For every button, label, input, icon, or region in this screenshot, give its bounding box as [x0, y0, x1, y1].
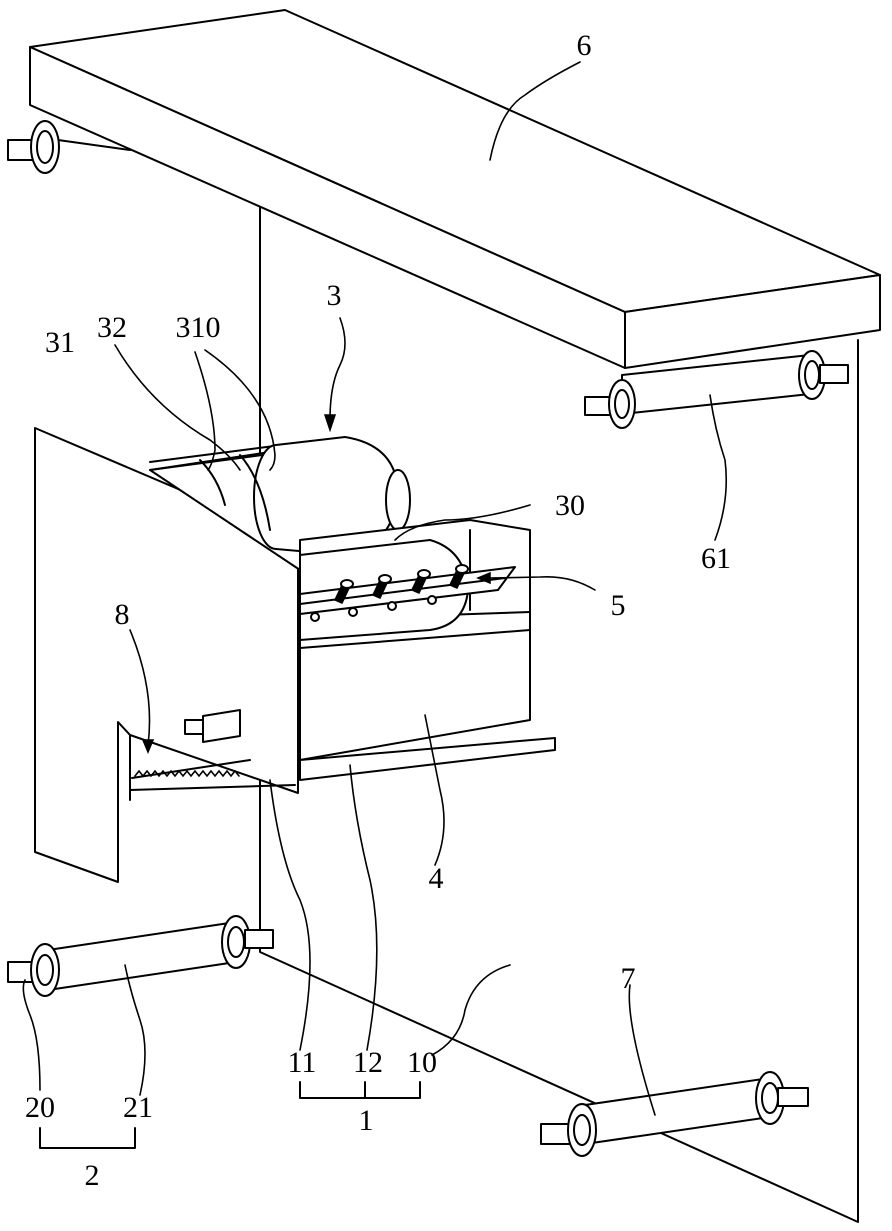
label-61: 61 [701, 542, 731, 575]
label-3: 3 [327, 279, 342, 312]
label-7: 7 [621, 962, 636, 995]
label-10: 10 [407, 1046, 437, 1079]
label-20: 20 [25, 1091, 55, 1124]
label-21: 21 [123, 1091, 153, 1124]
label-5: 5 [611, 589, 626, 622]
label-30: 30 [555, 489, 585, 522]
roller-7 [541, 1072, 808, 1156]
roller-21 [8, 916, 273, 996]
label-8: 8 [115, 598, 130, 631]
label-310: 310 [176, 311, 221, 344]
label-1: 1 [359, 1104, 374, 1137]
label-4: 4 [429, 862, 444, 895]
label-6: 6 [577, 29, 592, 62]
label-31: 31 [45, 326, 75, 359]
bracket-1 [300, 1082, 420, 1098]
bracket-2 [40, 1128, 135, 1148]
label-32: 32 [97, 311, 127, 344]
top-beam [30, 10, 880, 368]
label-11: 11 [288, 1046, 317, 1079]
label-12: 12 [353, 1046, 383, 1079]
label-2: 2 [85, 1159, 100, 1192]
